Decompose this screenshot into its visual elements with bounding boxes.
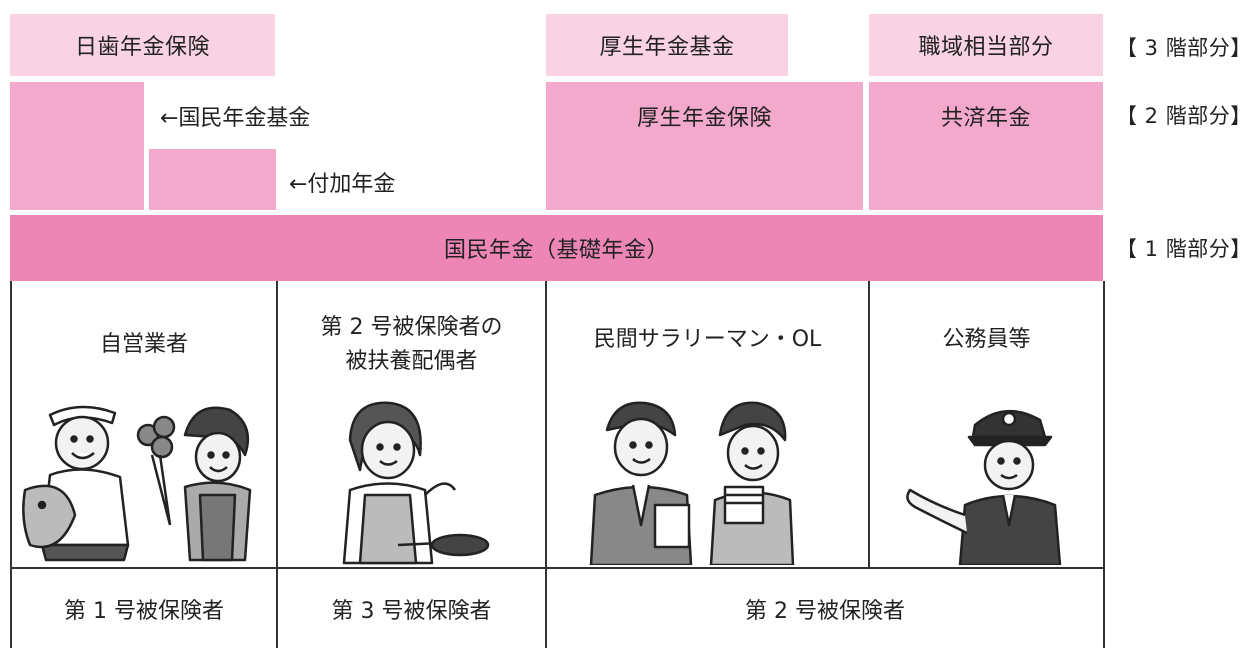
table-divider-1 [276,281,278,648]
kosei-kikin-box: 厚生年金基金 [546,14,788,76]
table-divider-2 [545,281,547,648]
tier3-label: 【 3 階部分】 [1116,36,1252,60]
kokumin-nenkin-box: 国民年金（基礎年金） [10,215,1103,281]
nichishi-pension-label: 日歯年金保険 [74,35,210,60]
group-heading-koumuin: 公務員等 [870,300,1103,380]
shokuiki-box: 職域相当部分 [869,14,1103,76]
group-heading-jieigyo-text: 自営業者 [99,332,188,357]
tier2-label: 【 2 階部分】 [1116,104,1252,128]
kosei-hoken-label: 厚生年金保険 [636,106,772,131]
group-heading-spouse-line2: 被扶養配偶者 [345,349,478,374]
fisherman-and-florist-illustration [22,405,252,562]
table-border-left [10,281,12,648]
office-workers-illustration [589,401,795,565]
group-heading-jieigyo: 自営業者 [12,300,276,390]
tier1-label: 【 1 階部分】 [1116,237,1252,261]
second-insured-caption: 第 2 号被保険者 [547,569,1103,648]
table-divider-3 [868,281,870,568]
police-officer-illustration [906,409,1062,565]
kyosai-label: 共済年金 [940,106,1031,131]
first-insured-label: 第 1 号被保険者 [64,598,224,624]
shokuiki-label: 職域相当部分 [918,35,1054,60]
kokumin-nenkin-label: 国民年金（基礎年金） [443,238,669,263]
table-caption-divider [10,567,1104,569]
first-insured-caption: 第 1 号被保険者 [12,569,276,648]
fuka-nenkin-block [149,149,276,210]
second-insured-label: 第 2 号被保険者 [745,598,905,624]
group-heading-salaryman: 民間サラリーマン・OL [547,300,868,380]
kokumin-kikin-block [10,82,144,210]
group-heading-koumuin-text: 公務員等 [942,327,1031,352]
kosei-hoken-box: 厚生年金保険 [546,82,863,210]
housewife-with-frying-pan-illustration [342,401,490,565]
fuka-nenkin-label: ←付加年金 [289,172,396,197]
kokumin-kikin-label: ←国民年金基金 [160,106,311,131]
group-heading-spouse: 第 2 号被保険者の 被扶養配偶者 [278,300,545,390]
group-heading-salaryman-text: 民間サラリーマン・OL [593,327,822,352]
nichishi-pension-box: 日歯年金保険 [10,14,275,76]
table-border-right [1103,281,1105,648]
kyosai-box: 共済年金 [869,82,1103,210]
third-insured-caption: 第 3 号被保険者 [278,569,545,648]
third-insured-label: 第 3 号被保険者 [331,598,492,624]
kosei-kikin-label: 厚生年金基金 [599,35,735,60]
group-heading-spouse-line1: 第 2 号被保険者の [320,315,503,340]
